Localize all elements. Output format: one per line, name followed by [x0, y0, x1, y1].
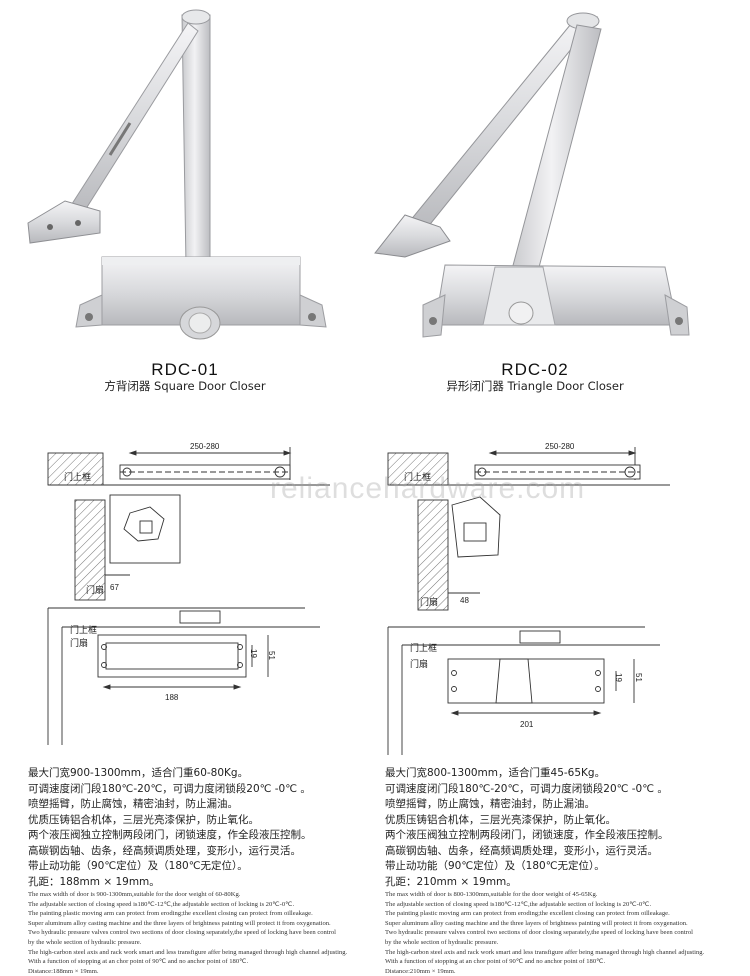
label-frame: 门上框: [404, 471, 431, 483]
installation-drawing-rdc-01: 250-280 67 门上框 门扇 门上框 门扇 188 19 51: [47, 442, 330, 745]
feature-cn: 最大门宽800-1300mm，适合门重45-65Kg。: [385, 767, 606, 779]
label-door-front: 门扇: [410, 658, 428, 670]
feature-en: Super aluminum alloy casting machine and…: [385, 919, 688, 927]
dim-h2: 51: [267, 651, 276, 660]
product-photo-rdc-01: [27, 9, 327, 340]
feature-cn: 带止动功能（90℃定位）及（180℃无定位）。: [28, 860, 248, 872]
feature-cn: 优质压铸铝合机体，三层光亮漆保护，防止氧化。: [28, 813, 259, 826]
feature-cn: 孔距：210mm × 19mm。: [385, 875, 517, 888]
dim-span: 250-280: [190, 442, 220, 451]
product-photo-rdc-02: [374, 12, 690, 338]
feature-en: The adjustable section of closing speed …: [385, 900, 652, 908]
features-rdc-01: 最大门宽900-1300mm，适合门重60-80Kg。 可调速度闭门段180℃-…: [28, 766, 368, 976]
feature-en: by the whole section of hydraulic pressu…: [385, 938, 499, 946]
feature-cn: 高碳钢齿轴、齿条，经高频调质处理，变形小，运行灵活。: [28, 844, 301, 857]
feature-en: The adjustable section of closing speed …: [28, 900, 295, 908]
dim-width: 188: [165, 693, 179, 702]
feature-en: Two hydraulic pressure valves control tw…: [28, 929, 337, 937]
feature-cn: 两个液压阀独立控制两段闭门，闭锁速度，作全段液压控制。: [28, 829, 312, 841]
feature-cn: 带止动功能（90℃定位）及（180℃无定位）。: [385, 860, 605, 872]
feature-cn: 两个液压阀独立控制两段闭门，闭锁速度，作全段液压控制。: [385, 829, 669, 841]
label-door: 门扇: [420, 596, 438, 608]
feature-en: The high-carbon steel axis and rack work…: [28, 948, 348, 956]
feature-cn: 高碳钢齿轴、齿条，经高频调质处理，变形小，运行灵活。: [385, 844, 658, 857]
feature-en: Two hydraulic pressure valves control tw…: [385, 929, 694, 937]
label-frame: 门上框: [64, 471, 91, 483]
installation-drawing-rdc-02: 250-280 48 门上框 门扇 门上框 门扇 201 19 51: [387, 442, 670, 755]
dim-h1: 19: [249, 649, 258, 658]
watermark: reliancehardware.com: [270, 472, 586, 505]
feature-en: The high-carbon steel axis and rack work…: [385, 948, 705, 956]
dim-span: 250-280: [545, 442, 575, 451]
feature-cn: 可调速度闭门段180℃-20℃，可调力度闭锁段20℃ -0℃ 。: [385, 782, 668, 795]
feature-en: The max width of door is 900-1300mm,suit…: [28, 891, 241, 898]
dim-offset: 67: [110, 583, 119, 592]
feature-cn: 喷塑摇臂，防止腐蚀，精密油封，防止漏油。: [28, 798, 238, 810]
product-model-rdc-01: RDC-01: [151, 360, 219, 379]
dim-h2: 51: [634, 673, 643, 682]
label-frame-front: 门上框: [70, 624, 97, 636]
feature-en: The painting plastic moving arm can prot…: [385, 910, 670, 918]
product-subtitle-rdc-02: 异形闭门器 Triangle Door Closer: [446, 379, 624, 393]
features-rdc-02: 最大门宽800-1300mm，适合门重45-65Kg。 可调速度闭门段180℃-…: [385, 766, 735, 976]
feature-en: The painting plastic moving arm can prot…: [28, 910, 313, 918]
product-model-rdc-02: RDC-02: [501, 360, 569, 379]
feature-cn: 可调速度闭门段180℃-20℃，可调力度闭锁段20℃ -0℃ 。: [28, 782, 311, 795]
feature-en: With a function of stopping at an chor p…: [28, 958, 249, 966]
feature-en: The max width of door is 800-1300mm,suit…: [385, 891, 598, 898]
feature-cn: 喷塑摇臂，防止腐蚀，精密油封，防止漏油。: [385, 798, 595, 810]
feature-en: With a function of stopping at an chor p…: [385, 958, 606, 966]
dim-width: 201: [520, 720, 534, 729]
dim-offset: 48: [460, 596, 469, 605]
label-door: 门扇: [86, 584, 104, 596]
feature-cn: 最大门宽900-1300mm，适合门重60-80Kg。: [28, 767, 249, 779]
feature-en: Distance:188mm × 19mm.: [28, 967, 99, 975]
product-subtitle-rdc-01: 方背闭器 Square Door Closer: [104, 379, 266, 393]
label-frame-front: 门上框: [410, 642, 437, 654]
dim-h1: 19: [614, 673, 623, 682]
feature-en: Distance:210mm × 19mm.: [385, 967, 456, 975]
feature-en: by the whole section of hydraulic pressu…: [28, 938, 142, 946]
feature-en: Super aluminum alloy casting machine and…: [28, 919, 331, 927]
feature-cn: 优质压铸铝合机体，三层光亮漆保护，防止氧化。: [385, 813, 616, 826]
feature-cn: 孔距：188mm × 19mm。: [28, 875, 160, 888]
label-door-front: 门扇: [70, 637, 88, 649]
